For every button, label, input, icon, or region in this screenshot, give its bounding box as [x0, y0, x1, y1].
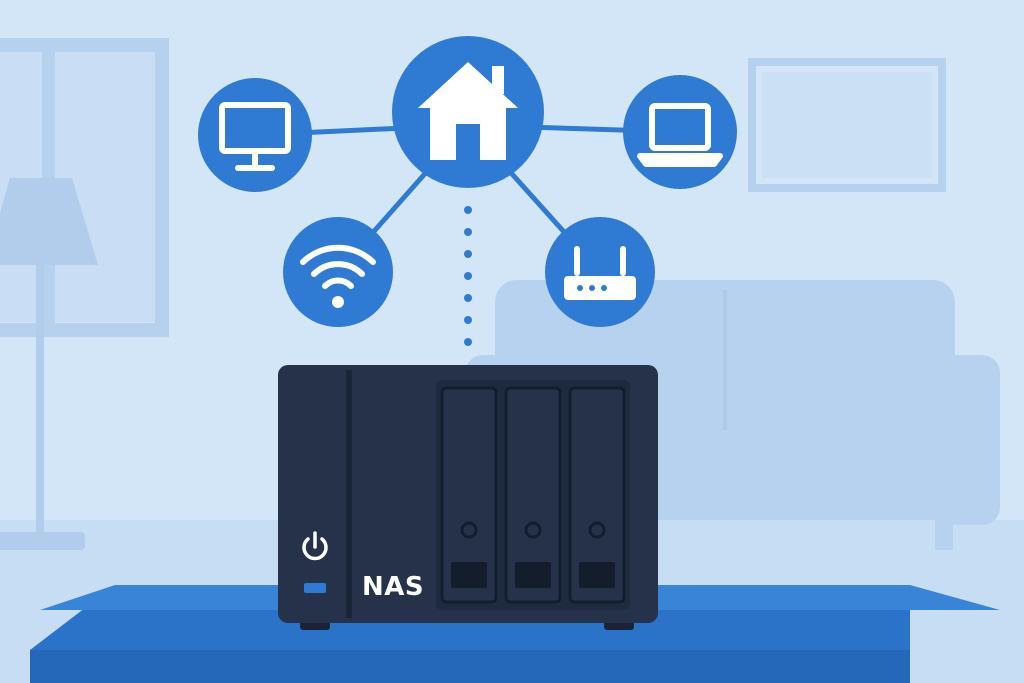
- floor-lamp: [0, 178, 98, 550]
- nas-device: [278, 365, 658, 630]
- wall-picture-frame: [748, 58, 946, 192]
- drive-bay-1: [440, 386, 498, 604]
- desktop-monitor-icon: [219, 102, 291, 171]
- drive-bay-3: [568, 386, 626, 604]
- router-icon: [564, 246, 636, 300]
- wifi-icon: [300, 244, 376, 289]
- power-icon: [302, 531, 328, 561]
- usb-port-indicator: [304, 583, 326, 593]
- router-node: [545, 217, 655, 327]
- wifi-node: [283, 217, 393, 327]
- nas-panel-divider: [346, 370, 352, 618]
- nas-dotted-link: [464, 206, 472, 346]
- home-hub-node: [392, 36, 544, 188]
- wifi-dot: [332, 296, 344, 308]
- laptop-icon: [637, 103, 723, 167]
- laptop-node: [623, 75, 737, 189]
- drive-bay-2: [504, 386, 562, 604]
- nas-label: NAS: [362, 572, 425, 602]
- home-icon: [418, 62, 518, 160]
- desktop-monitor-node: [198, 78, 312, 192]
